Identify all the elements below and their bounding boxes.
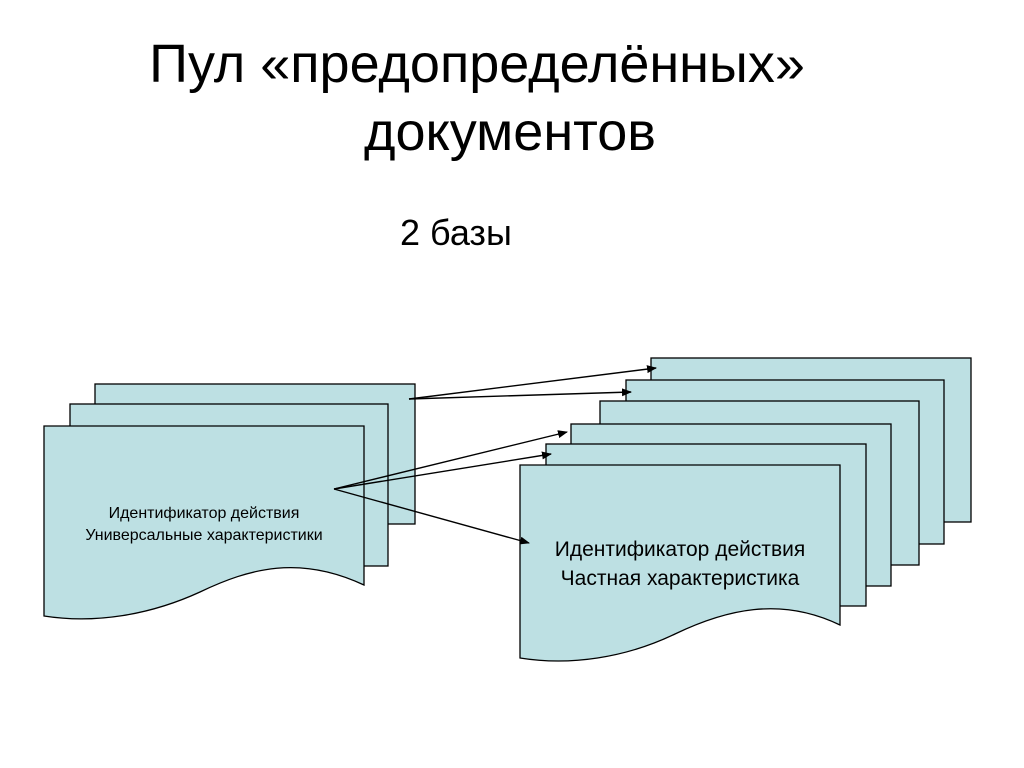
arrow-to-document-front [333,488,530,545]
arrows [333,365,657,545]
left-document-stack [43,383,416,620]
slide-subtitle: 2 базы [400,212,512,253]
right-document-label-line2: Частная характеристика [561,567,800,590]
left-document-label-line2: Универсальные характеристики [85,527,322,544]
slide-title: Пул «предопределённых» документов [0,30,1024,166]
left-document-front [43,425,365,620]
right-document-stack [519,357,972,662]
right-document-front [519,464,841,662]
right-document-label-line1: Идентификатор действия [555,538,805,561]
slide-title-line1: Пул «предопределённых» [149,34,805,94]
arrow-to-document-3 [333,430,568,490]
slide-title-line2: документов [364,102,656,162]
left-document-label-line1: Идентификатор действия [109,505,300,522]
arrow-to-document-6 [408,365,657,400]
arrow-to-document-5 [408,388,632,400]
arrow-to-document-2 [333,451,552,490]
